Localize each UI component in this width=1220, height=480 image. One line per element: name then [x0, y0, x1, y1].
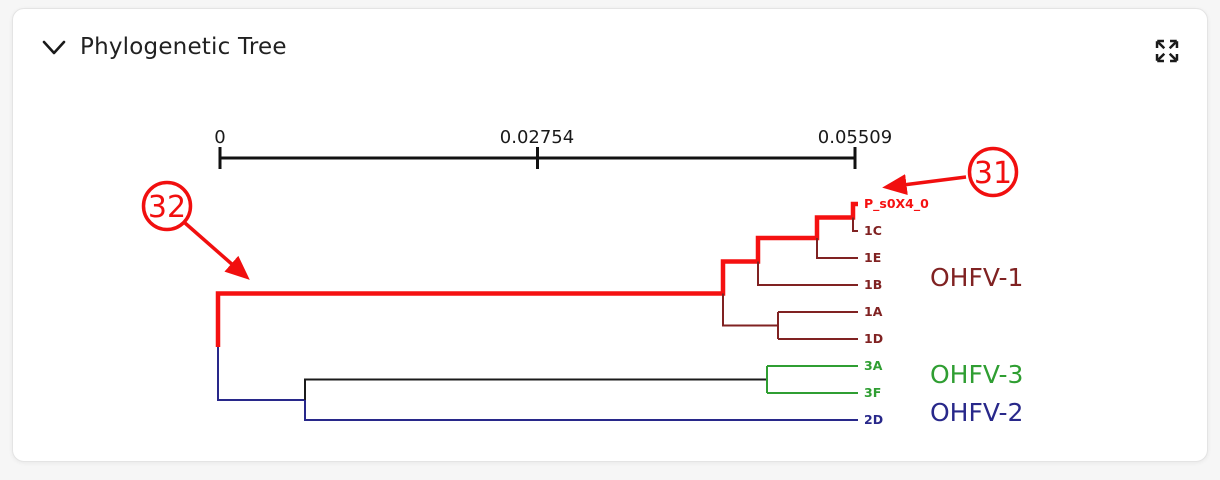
branch-group-ohfv3[interactable]: [766, 365, 858, 394]
clade-label-ohfv2: OHFV-2: [930, 398, 1023, 427]
scale-tick-max: 0.05509: [818, 127, 892, 148]
leaf-label-1B[interactable]: 1B: [864, 277, 882, 292]
panel-header: Phylogenetic Tree: [0, 0, 1220, 70]
leaf-label-2D[interactable]: 2D: [864, 412, 883, 427]
leaf-label-1C[interactable]: 1C: [864, 223, 882, 238]
mark-32-arrow: [183, 221, 250, 280]
leaf-label-3A[interactable]: 3A: [864, 358, 883, 373]
branch-group-ohfv2[interactable]: [217, 347, 858, 421]
branch-highlighted-path-P_s0X4_0[interactable]: [215, 201, 858, 347]
clade-label-ohfv1: OHFV-1: [930, 263, 1023, 292]
leaf-label-P_s0X4_0[interactable]: P_s0X4_0: [864, 196, 929, 212]
scale-tick-0: 0: [214, 127, 225, 148]
leaf-label-1A[interactable]: 1A: [864, 304, 883, 319]
mark-32-label: 32: [148, 190, 186, 225]
mark-31-label: 31: [974, 156, 1012, 191]
phylogenetic-tree-panel: [12, 8, 1208, 462]
mark-31-arrow: [882, 174, 967, 195]
clade-label-ohfv3: OHFV-3: [930, 360, 1023, 389]
branch-group-ohfv1[interactable]: [722, 217, 858, 340]
branch-connector-ohfv3[interactable]: [304, 378, 767, 401]
leaf-label-3F[interactable]: 3F: [864, 385, 881, 400]
mark-31-circle: [967, 146, 1019, 198]
mark-32-circle: [141, 180, 193, 232]
leaf-label-1D[interactable]: 1D: [864, 331, 883, 346]
chevron-down-icon[interactable]: [42, 39, 66, 57]
leaf-label-1E[interactable]: 1E: [864, 250, 881, 265]
scale-tick-mid: 0.02754: [500, 127, 574, 148]
fullscreen-expand-icon[interactable]: [1154, 38, 1180, 64]
panel-title: Phylogenetic Tree: [80, 34, 287, 60]
scale-bar: [218, 147, 857, 169]
